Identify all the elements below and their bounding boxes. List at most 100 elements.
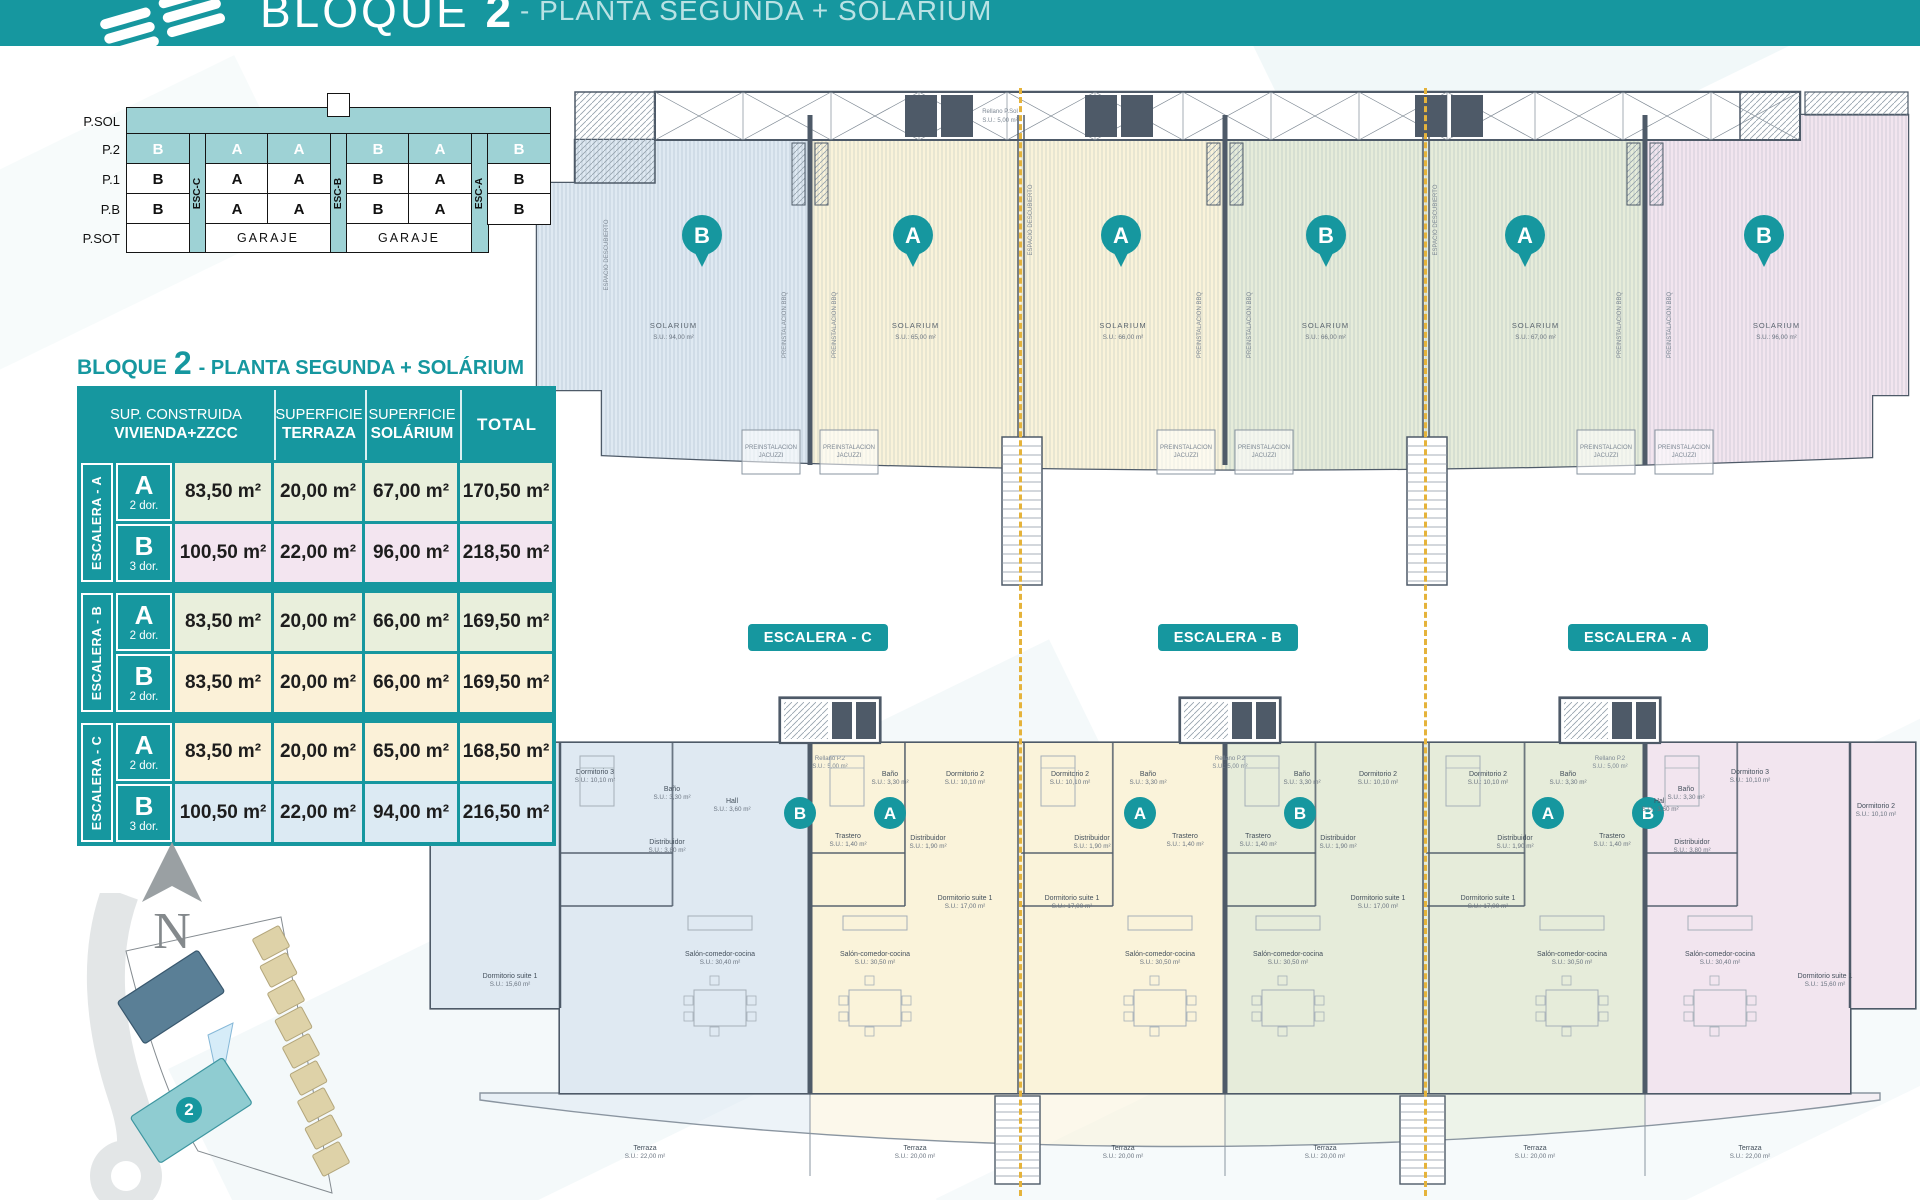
- room-name-label: Dormitorio suite 1: [1351, 895, 1406, 902]
- room-area-label: S.U.: 3,80 m²: [648, 847, 685, 854]
- group-label-a: ESCALERA - A: [81, 463, 113, 582]
- cell: VIVIENDA+ZZCC: [114, 425, 238, 443]
- unit-badge-letter: A: [1542, 804, 1554, 823]
- cell: B: [134, 660, 154, 691]
- stair-hatch: [1739, 91, 1801, 141]
- cell: SUPERFICIE: [368, 407, 456, 424]
- cell: 3 dor.: [129, 560, 159, 573]
- exterior-stair: [1406, 436, 1448, 586]
- room-area-label: S.U.: 3,30 m²: [1549, 779, 1586, 786]
- terrace-floor: [1021, 1093, 1225, 1147]
- unit-badge-letter: B: [694, 223, 710, 248]
- dining-table: [1545, 989, 1599, 1027]
- table-title-rest: - PLANTA SEGUNDA + SOLÁRIUM: [198, 357, 525, 379]
- room-name-label: Distribuidor: [1674, 839, 1710, 846]
- townhouse-footprint: [267, 979, 305, 1015]
- cell: 2 dor.: [129, 499, 159, 512]
- terrace-area-label: S.U.: 20,00 m²: [895, 1153, 936, 1160]
- room-area-label: S.U.: 1,90 m²: [1073, 843, 1110, 850]
- elevator-shaft: [1232, 702, 1252, 739]
- terrace-name-label: Terraza: [1313, 1145, 1336, 1152]
- bbq-label: PREINSTALACION BBQ: [1247, 292, 1253, 359]
- jacuzzi-box: [741, 429, 801, 475]
- townhouse-footprint: [259, 952, 298, 988]
- header-bar: BLOQUE 2 - PLANTA SEGUNDA + SOLARIUM: [0, 0, 1920, 46]
- stack-unit-cell: A: [408, 163, 472, 195]
- group-label-c: ESCALERA - C: [81, 723, 113, 842]
- stack-unit-cell: B: [346, 193, 410, 225]
- terrace-name-label: Terraza: [1738, 1145, 1761, 1152]
- room-name-label: Dormitorio 2: [946, 771, 984, 778]
- solarium-value-cell: 96,00 m²: [365, 524, 457, 582]
- elevator-shaft: [832, 702, 852, 739]
- elevator-shaft: [1612, 702, 1632, 739]
- bbq-label: PREINSTALACION BBQ: [1667, 292, 1673, 359]
- room-area-label: S.U.: 1,40 m²: [1239, 841, 1276, 848]
- table-title-number: 2: [173, 345, 192, 381]
- exterior-stair: [1399, 1095, 1446, 1185]
- cell: 2 dor.: [129, 759, 159, 772]
- elevator-shaft: [905, 95, 937, 137]
- unit-pin-badge: [1505, 215, 1545, 255]
- stair-column-label: ESC-C: [192, 177, 203, 209]
- unit-pin-badge: [1744, 215, 1784, 255]
- stair-column-b: ESC-B: [329, 133, 348, 253]
- terrace-area-label: S.U.: 20,00 m²: [1515, 1153, 1556, 1160]
- cell: 2 dor.: [129, 690, 159, 703]
- stack-unit-cell: B: [346, 163, 410, 195]
- solarium-value-cell: 94,00 m²: [365, 784, 457, 842]
- escalera-a-label: ESCALERA - A: [1568, 624, 1708, 651]
- solarium-value-cell: 65,00 m²: [365, 723, 457, 781]
- dining-table: [1693, 989, 1747, 1027]
- title-block-word: BLOQUE: [260, 0, 470, 37]
- jacuzzi-label: PREINSTALACION: [1160, 445, 1212, 451]
- room-name-label: Baño: [664, 786, 680, 793]
- room-name-label: Salón-comedor-cocina: [840, 951, 910, 958]
- room-name-label: Dormitorio 2: [1051, 771, 1089, 778]
- room-area-label: S.U.: 30,40 m²: [1700, 959, 1741, 966]
- terrace-area-label: S.U.: 22,00 m²: [1730, 1153, 1771, 1160]
- cell: A: [134, 599, 154, 630]
- terrace-name-label: Terraza: [633, 1145, 656, 1152]
- room-name-label: Dormitorio 2: [1359, 771, 1397, 778]
- room-name-label: Dormitorio suite 1: [938, 895, 993, 902]
- group-label-b: ESCALERA - B: [81, 593, 113, 712]
- unit-floor: [1225, 698, 1426, 1093]
- bbq-label: PREINSTALACION BBQ: [1617, 292, 1623, 359]
- room-area-label: S.U.: 30,40 m²: [700, 959, 741, 966]
- unit-floor: [1426, 698, 1645, 1093]
- unit-badge-letter: A: [1134, 804, 1146, 823]
- group-label-text: ESCALERA - A: [90, 475, 104, 570]
- room-area-label: S.U.: 30,50 m²: [1268, 959, 1309, 966]
- jacuzzi-box: [1576, 429, 1636, 475]
- room-name-label: Hall: [726, 798, 739, 805]
- north-arrow-icon: [142, 842, 202, 902]
- stack-unit-cell: B: [126, 193, 190, 225]
- stack-unit-cell: A: [267, 193, 331, 225]
- room-area-label: S.U.: 1,40 m²: [1593, 841, 1630, 848]
- room-name-label: Dormitorio suite 1: [1045, 895, 1100, 902]
- stack-unit-cell: A: [408, 133, 472, 165]
- kitchen-counter: [1255, 915, 1321, 931]
- stack-row-label: P.SOL: [83, 113, 120, 129]
- terrace-floor: [1225, 1093, 1426, 1147]
- jacuzzi-label: PREINSTALACION: [823, 445, 875, 451]
- room-area-label: S.U.: 3,60 m²: [1641, 806, 1678, 813]
- stack-unit-cell: A: [267, 163, 331, 195]
- terrace-value-cell: 22,00 m²: [274, 784, 362, 842]
- bbq-label: PREINSTALACION BBQ: [832, 292, 838, 359]
- title-block-number: 2: [485, 0, 515, 37]
- cell: A: [134, 469, 154, 500]
- bed: [1040, 755, 1076, 807]
- landing-label: Rellano P.2: [1595, 756, 1626, 762]
- exterior-stair: [1001, 436, 1043, 586]
- unit-badge-letter: B: [1642, 804, 1654, 823]
- open-space-label: ESPACIO DESCUBIERTO: [1433, 184, 1439, 255]
- room-name-label: Trastero: [1599, 833, 1625, 840]
- room-name-label: Dormitorio 3: [576, 769, 614, 776]
